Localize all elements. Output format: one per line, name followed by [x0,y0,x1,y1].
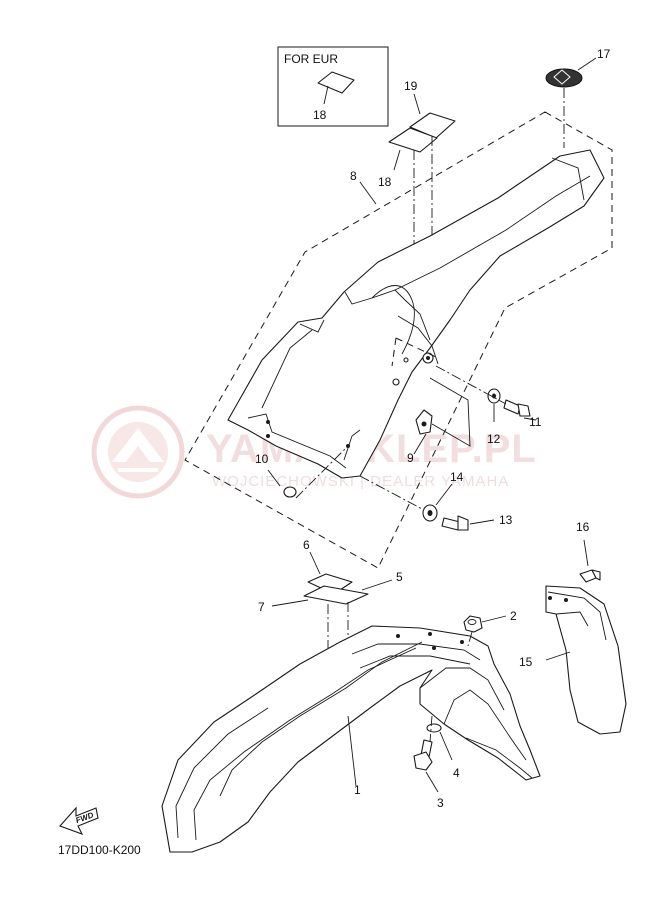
callout-19: 19 [404,79,418,93]
callout-15: 15 [519,655,533,669]
callout-4: 4 [453,766,460,780]
callout-17: 17 [597,47,611,61]
callout-14: 14 [450,470,464,484]
callout-10: 10 [255,452,269,466]
callout-2: 2 [510,609,517,623]
callout-1: 1 [354,783,361,797]
callout-8: 8 [350,169,357,183]
callout-13: 13 [499,513,513,527]
callout-7: 7 [258,600,265,614]
hardware-rear: 9 12 11 [407,365,542,465]
callout-18-eur: 18 [313,108,327,122]
watermark-subtitle: WOJCIECHOWSKI | DEALER YAMAHA [212,473,509,490]
callout-6: 6 [303,538,310,552]
callout-3: 3 [437,796,444,810]
watermark-logo-icon [91,405,185,499]
diagram-code: 17DD100-K200 [58,843,141,857]
rear-fender-part [227,149,605,479]
variant-box: FOR EUR 18 [277,46,389,127]
callout-5: 5 [396,570,403,584]
mud-guard-part: 15 16 [519,520,627,735]
callout-9: 9 [407,451,414,465]
nut-2: 2 [463,609,517,647]
front-decals: 6 5 7 [258,538,403,662]
callout-16: 16 [576,520,590,534]
hardware-13-14: 14 13 [359,470,513,531]
callout-12: 12 [487,432,501,446]
callout-18: 18 [378,175,392,189]
hardware-3-4: 4 3 [413,715,460,810]
front-fender-part: 1 [161,625,541,853]
forward-arrow-icon: FWD [59,806,99,835]
mount-dash-a [395,337,439,359]
callout-11: 11 [529,415,542,429]
washer-10: 10 [255,447,347,499]
rear-fender-assembly-outline [184,111,613,569]
emblem-part: 17 [545,47,611,148]
mount-dash-b [391,337,397,367]
variant-box-label: FOR EUR [284,52,338,66]
